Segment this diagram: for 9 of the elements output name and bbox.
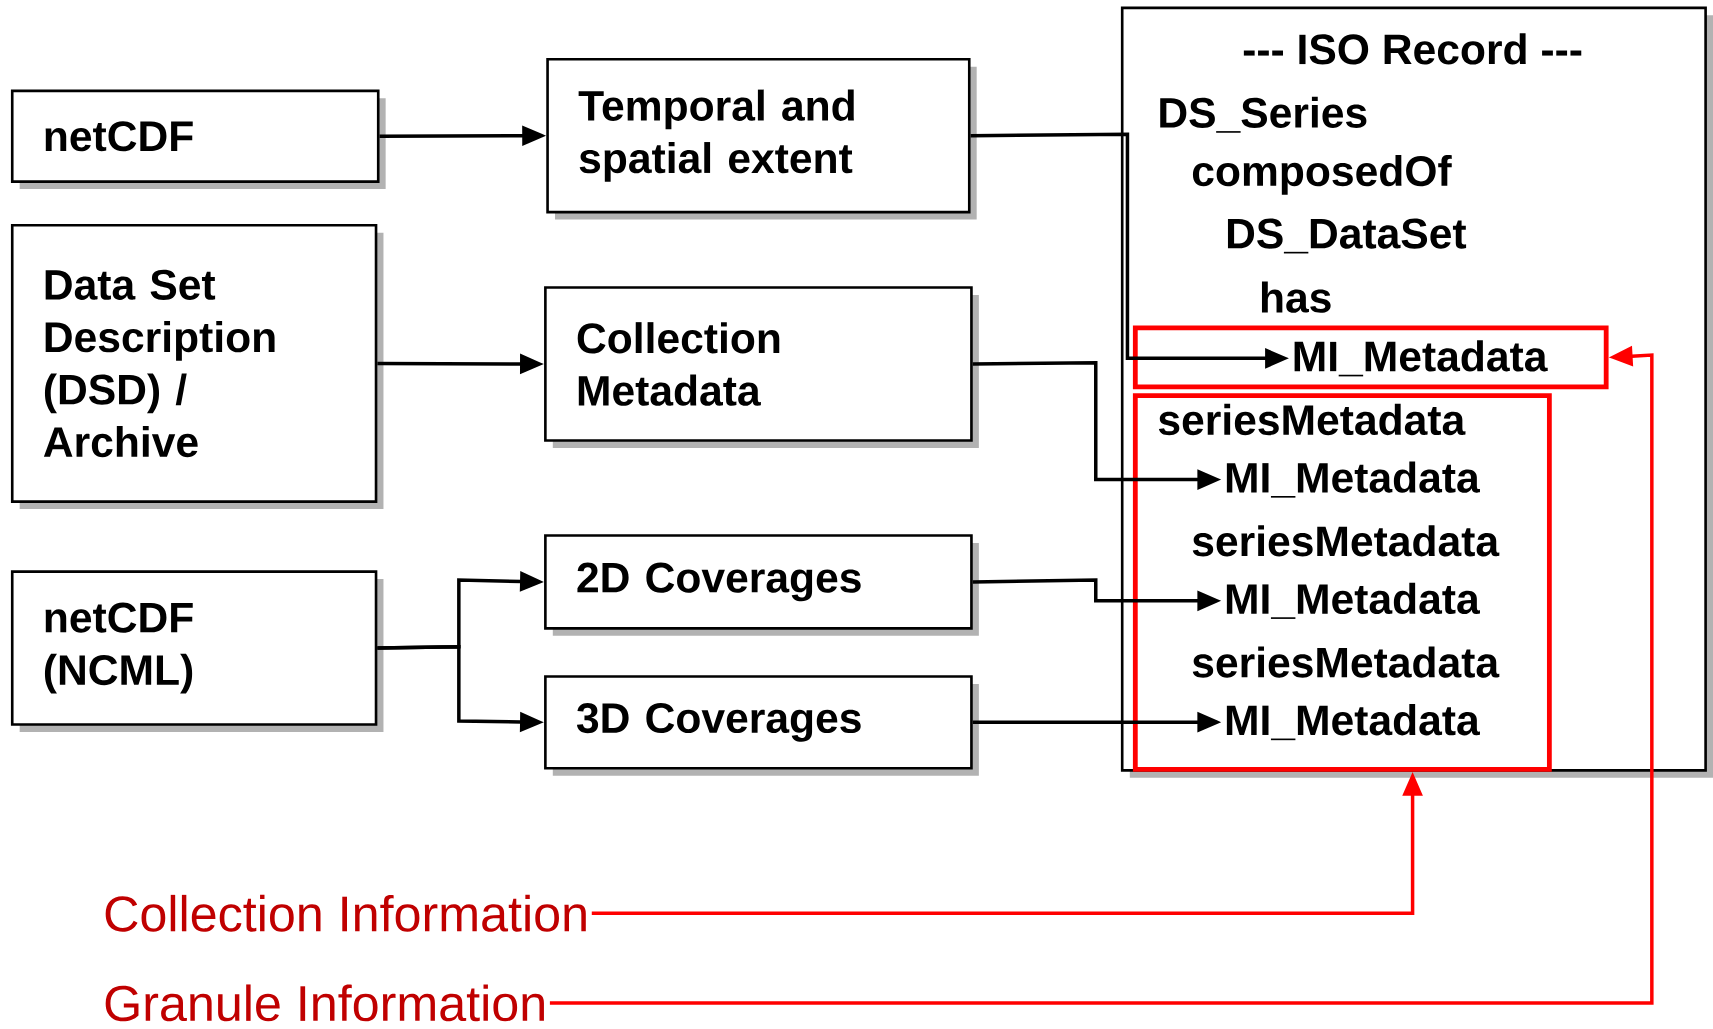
process-box: Temporal and spatial extent (546, 57, 977, 220)
process-box: netCDF (10, 89, 386, 189)
process-box: 3D Coverages (544, 675, 979, 776)
process-box: netCDF (NCML) (10, 570, 384, 732)
callout-text: Granule Information (105, 984, 544, 1022)
process-box: Data Set Description (DSD) / Archive (10, 223, 384, 510)
process-box: Collection Metadata (544, 286, 979, 448)
process-box: 2D Coverages (544, 534, 979, 636)
callout-text: Collection Information (105, 894, 586, 932)
